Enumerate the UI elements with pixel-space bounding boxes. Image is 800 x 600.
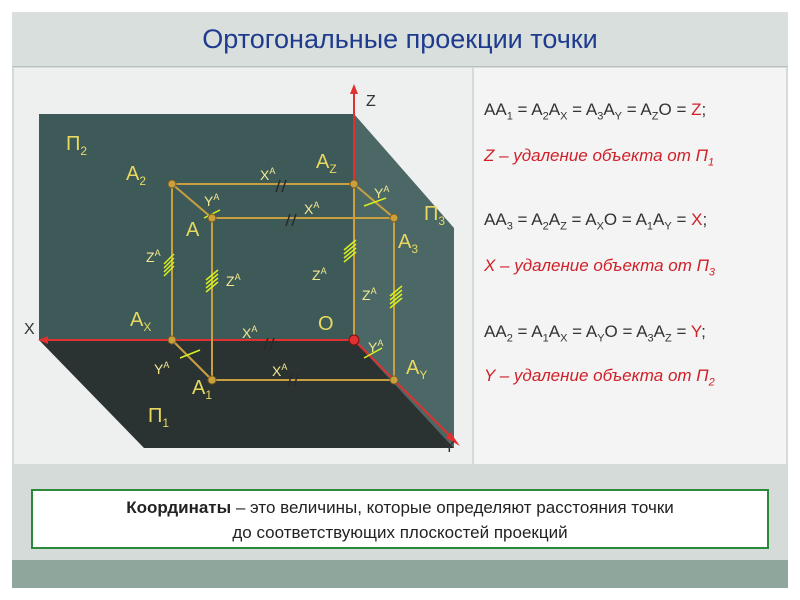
- coordinate-labels: XA XA XA XA YA YA YA YA ZA ZA ZA ZA: [146, 166, 389, 379]
- plane-p1: [39, 340, 454, 448]
- axis-x-label: X: [24, 321, 35, 338]
- za-label-left: ZA: [146, 248, 161, 265]
- title-bar: Ортогональные проекции точки: [12, 12, 788, 67]
- plane-p3-label: П3: [424, 203, 445, 228]
- plane-p2-label: П2: [66, 133, 87, 158]
- axis-x-arrow: [38, 336, 48, 344]
- plane-p1-label: П1: [148, 405, 169, 430]
- za-label-right: ZA: [312, 266, 327, 283]
- bottom-strip: [12, 560, 788, 588]
- point-a-label: A: [186, 219, 200, 241]
- ya-label-a: YA: [204, 192, 219, 209]
- point-a3-dot: [389, 213, 399, 223]
- axis-y-line: [353, 339, 457, 443]
- point-ax-label: AX: [130, 309, 151, 334]
- ya-label-p1: YA: [154, 360, 169, 377]
- hatch-marks: [163, 197, 403, 359]
- slide-title: Ортогональные проекции точки: [202, 24, 598, 54]
- za-label-p3: ZA: [362, 286, 377, 303]
- xa-label-top: XA: [260, 166, 275, 183]
- axis-y-arrow: [446, 432, 460, 446]
- xa-label-bottom: XA: [272, 362, 287, 379]
- axis-z-arrow: [350, 84, 358, 94]
- point-az-dot: [349, 179, 359, 189]
- plane-p2: [39, 114, 354, 340]
- tick-marks: [263, 179, 299, 387]
- definition-line-1: Координаты – это величины, которые опред…: [33, 498, 767, 518]
- definition-box: Координаты – это величины, которые опред…: [31, 489, 769, 549]
- point-a-dot: [207, 213, 217, 223]
- formula-z: AA1 = A2AX = A3AY = AZO = Z;: [484, 100, 707, 123]
- definition-term: Координаты: [126, 498, 232, 517]
- point-a1-label: A1: [192, 377, 212, 402]
- note-z: Z – удаление объекта от П1: [484, 146, 715, 169]
- point-ay-label: AY: [406, 357, 427, 382]
- definition-rest: – это величины, которые определяют расст…: [231, 498, 674, 517]
- point-a2-label: A2: [126, 163, 146, 188]
- formula-x: AA3 = A2AZ = AXO = A1AY = X;: [484, 210, 708, 233]
- point-ax-dot: [167, 335, 177, 345]
- note-x: X – удаление объекта от П3: [484, 256, 716, 279]
- formula-y: AA2 = A1AX = AYO = A3AZ = Y;: [484, 322, 706, 345]
- ya-label-p3: YA: [374, 184, 389, 201]
- point-a1-dot: [207, 375, 217, 385]
- point-a2-dot: [167, 179, 177, 189]
- projection-diagram: Z X Y O П2 П3 П1 A2 AZ A A3 AX A1 AY XA …: [24, 84, 460, 456]
- za-label-mid: ZA: [226, 272, 241, 289]
- definition-line-2: до соответствующих плоскостей проекций: [232, 523, 568, 542]
- formula-panel: AA1 = A2AX = A3AY = AZO = Z; Z – удалени…: [474, 68, 786, 464]
- ya-label-origin: YA: [368, 338, 383, 355]
- origin-dot: [348, 334, 360, 346]
- point-ay-dot: [389, 375, 399, 385]
- point-az-label: AZ: [316, 151, 337, 176]
- note-y: Y – удаление объекта от П2: [484, 366, 715, 389]
- axis-z-label: Z: [366, 93, 376, 110]
- origin-label: O: [318, 313, 334, 335]
- axis-y-label: Y: [444, 439, 455, 456]
- construction-lines: [171, 183, 395, 381]
- xa-label-mid: XA: [304, 200, 319, 217]
- points: [167, 179, 399, 385]
- xa-label-axis: XA: [242, 324, 257, 341]
- point-a3-label: A3: [398, 231, 418, 256]
- diagram-panel: Z X Y O П2 П3 П1 A2 AZ A A3 AX A1 AY XA …: [14, 68, 472, 464]
